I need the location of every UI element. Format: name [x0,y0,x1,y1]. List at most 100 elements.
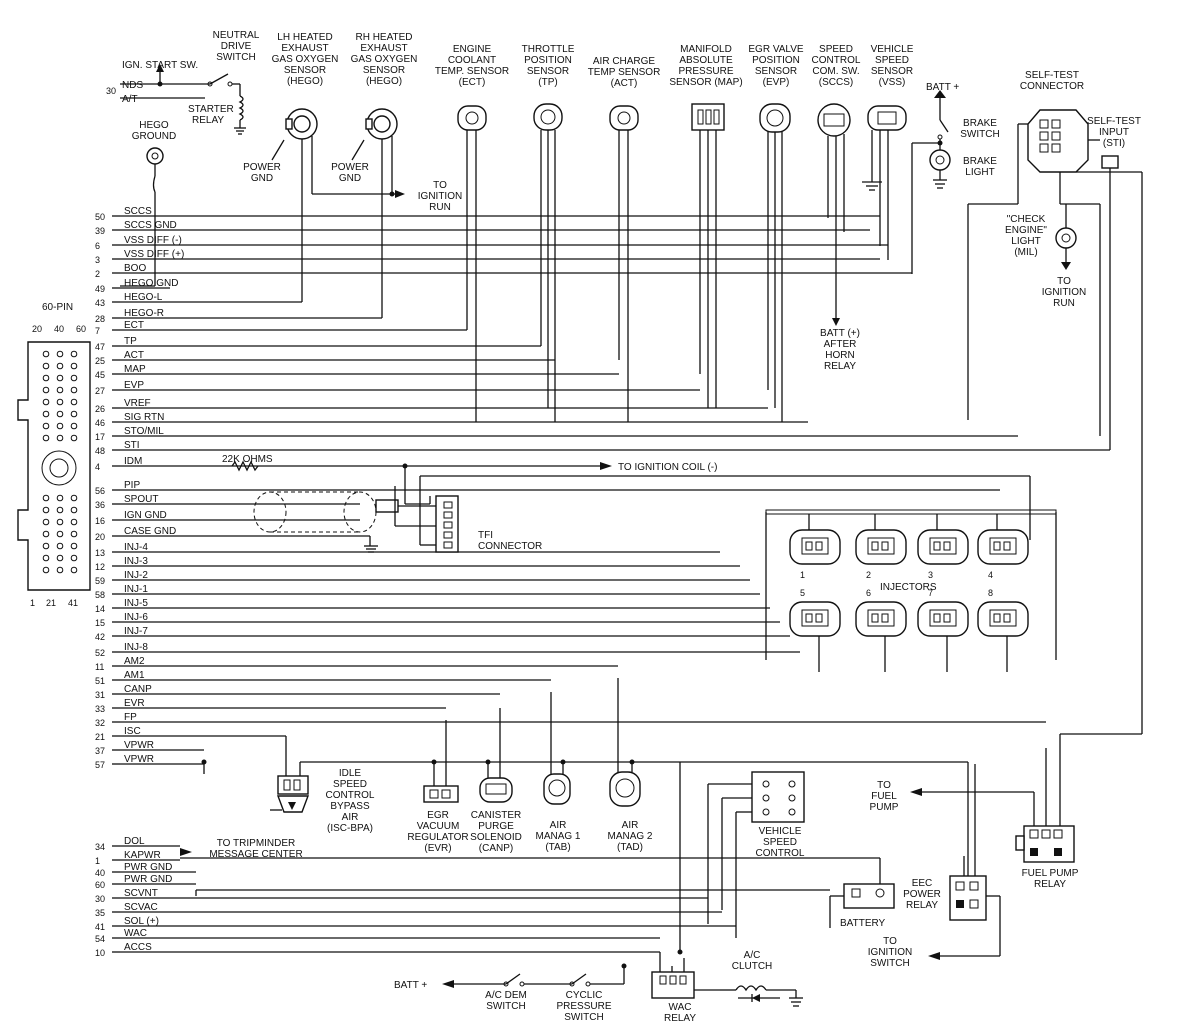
ecu-pin-hole [56,506,64,514]
nds-label: NDS [122,80,143,91]
pin-number: 52 [95,648,105,658]
pin-label: VSS DIFF (+) [124,249,184,260]
ecu-bottom-number: 41 [68,598,78,608]
pin-label: SCCS GND [124,220,177,231]
ecu-pin-hole [56,494,64,502]
pin-ladder [112,215,1110,953]
injector-pin [1003,541,1011,551]
pin-number: 2 [95,269,100,279]
ign-start-label: IGN. START SW. [122,60,198,71]
injector-pin [805,613,813,623]
evp-sensor [759,103,791,422]
ac-clutch [720,985,803,1007]
battery [829,858,895,928]
vss-sensor [862,105,907,260]
pin-number: 48 [95,446,105,456]
pin-label: TP [124,336,137,347]
pin-number: 30 [95,894,105,904]
pin-label: DOL [124,836,145,847]
pin-number: 11 [95,662,104,672]
pin-label: SCCS [124,206,152,217]
pin-number: 32 [95,718,105,728]
pin-number: 16 [95,516,105,526]
pin-label: HEGO-R [124,308,164,319]
ecu-pin-hole [42,410,50,418]
ecu-bottom-number: 21 [46,598,56,608]
pin-label: INJ-4 [124,542,148,553]
injector [789,529,841,565]
pin-label: INJ-8 [124,642,148,653]
ecu-pin-hole [42,398,50,406]
pin-number: 7 [95,326,100,336]
pin-number: 46 [95,418,105,428]
pin-number: 60 [95,880,105,890]
self-test-connector [967,109,1143,828]
ecu-pin-hole [42,374,50,382]
pin-number: 28 [95,314,105,324]
pin-number: 34 [95,842,105,852]
injector-number: 1 [800,570,805,580]
injector-body [929,537,957,555]
pin-label: AM1 [124,670,145,681]
pin-label: EVP [124,380,144,391]
ecu-pin-hole [56,398,64,406]
pin-number: 4 [95,462,100,472]
ecu-pin-hole [56,386,64,394]
ecu-pin-hole [42,530,50,538]
pin-number: 17 [95,432,105,442]
pin-number: 30 [106,86,116,96]
ecu-pin-hole [42,494,50,502]
map-sensor [691,103,725,408]
pin-label: SCVAC [124,902,158,913]
ecu-pin-hole [70,530,78,538]
pin-label: INJ-6 [124,612,148,623]
ecu-pin-hole [70,398,78,406]
injector-pin [881,541,889,551]
pin-label: ACT [124,350,144,361]
pin-label: ACCS [124,942,152,953]
injector-pin [1003,613,1011,623]
ecu-pin-hole [42,386,50,394]
fuel-pump-relay [910,748,1075,863]
injector-pin [815,541,823,551]
ecu-pin-hole [56,542,64,550]
text-layer: 60-PIN 20 40 60 1 21 41 30 NDS A/T IGN. … [30,30,1141,1024]
batt-plus-label: BATT + [926,82,959,93]
pin-number: 45 [95,370,105,380]
ecu-pin-hole [70,422,78,430]
pin-number: 43 [95,298,105,308]
ecu-top-number: 60 [76,324,86,334]
injector-body [867,609,895,627]
ecu-pin-hole [42,506,50,514]
ecu-pin-hole [70,386,78,394]
pin-label: KAPWR [124,850,161,861]
pin-label: PWR GND [124,862,172,873]
pin-label: HEGO GND [124,278,178,289]
power-bus [180,759,969,955]
pin-label: IGN GND [124,510,167,521]
pin-label: INJ-1 [124,584,148,595]
pin-number: 31 [95,690,105,700]
ecu-pin-hole [56,530,64,538]
tfi-connector [253,475,1031,553]
ecu-top-number: 20 [32,324,42,334]
ecu-pin-hole [42,362,50,370]
pin-label: HEGO-L [124,292,163,303]
pin-label: ECT [124,320,144,331]
ecu-pin-hole [70,506,78,514]
ecu-pin-hole [70,554,78,562]
